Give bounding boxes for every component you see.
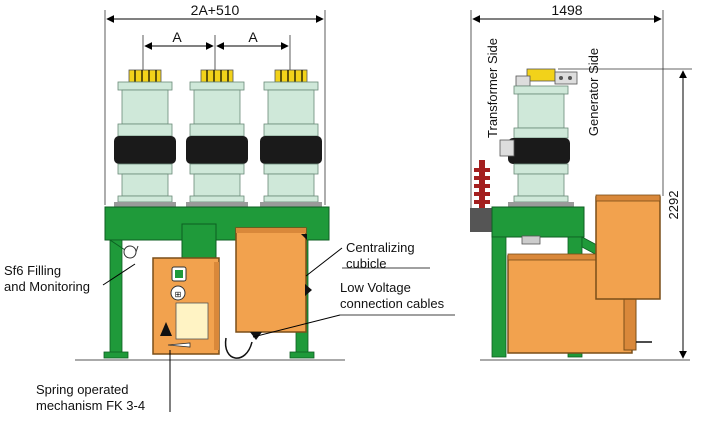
frame-leg-left-side [491,236,507,358]
side-view: 1498 2292 Transformer Side Generator Sid… [470,2,692,359]
cubicle-hinge-top [301,234,307,240]
side-cabinet-small [595,196,661,300]
frame-center-box [181,223,217,261]
surge-arrester [470,160,494,232]
pole-1 [114,69,176,208]
label-lv-line2: connection cables [340,296,445,311]
mechanism-counter-glyph: ⊞ [175,290,182,299]
front-view: 2A+510 A A [103,2,330,359]
front-callouts: Sf6 Filling and Monitoring Centralizing … [4,240,455,413]
label-sf6-line1: Sf6 Filling [4,263,61,278]
mechanism-nameplate [175,302,209,340]
label-lv-line1: Low Voltage [340,280,411,295]
lv-connection-cable [224,337,253,359]
dimension-pitch-right: A [248,29,258,45]
dimension-pitch-left: A [172,29,182,45]
pole-2 [186,69,248,208]
pole-3 [260,69,322,208]
dimension-front-width: 2A+510 [191,2,240,18]
label-sf6-line2: and Monitoring [4,279,90,294]
mechanism-status-green [175,270,183,278]
label-spring-line2: mechanism FK 3-4 [36,398,145,413]
side-cabinet-small-lid [595,194,661,202]
side-pole [499,68,578,208]
leader-sf6 [102,263,136,286]
leader-centralizing [305,247,343,277]
side-grey-connector [521,235,541,245]
label-centralizing-line1: Centralizing [346,240,415,255]
frame-foot-right [289,351,315,359]
mechanism-cabinet-door-edge [214,262,219,350]
frame-brace-left [109,239,126,251]
label-generator-side: Generator Side [586,48,601,136]
centralizing-cubicle [235,227,307,333]
leader-lv-cables [252,314,341,338]
mechanism-counter-dial [170,285,186,301]
frame-top-beam-side [491,206,585,238]
label-spring-line1: Spring operated [36,382,129,397]
dimension-side-width: 1498 [551,2,582,18]
frame-foot-left [103,351,129,359]
sf6-monitor-gauge [123,245,137,259]
mechanism-warning-triangle [160,322,172,336]
label-transformer-side: Transformer Side [485,38,500,138]
frame-leg-left-front [109,239,123,356]
centralizing-cubicle-door-edge [236,228,306,233]
cubicle-lock-icon [305,284,312,296]
sf6-monitor-pipe [135,245,139,253]
dimension-side-height: 2292 [666,191,681,220]
label-centralizing-line2: cubicle [346,256,386,271]
mechanism-crank-handle [167,342,191,348]
